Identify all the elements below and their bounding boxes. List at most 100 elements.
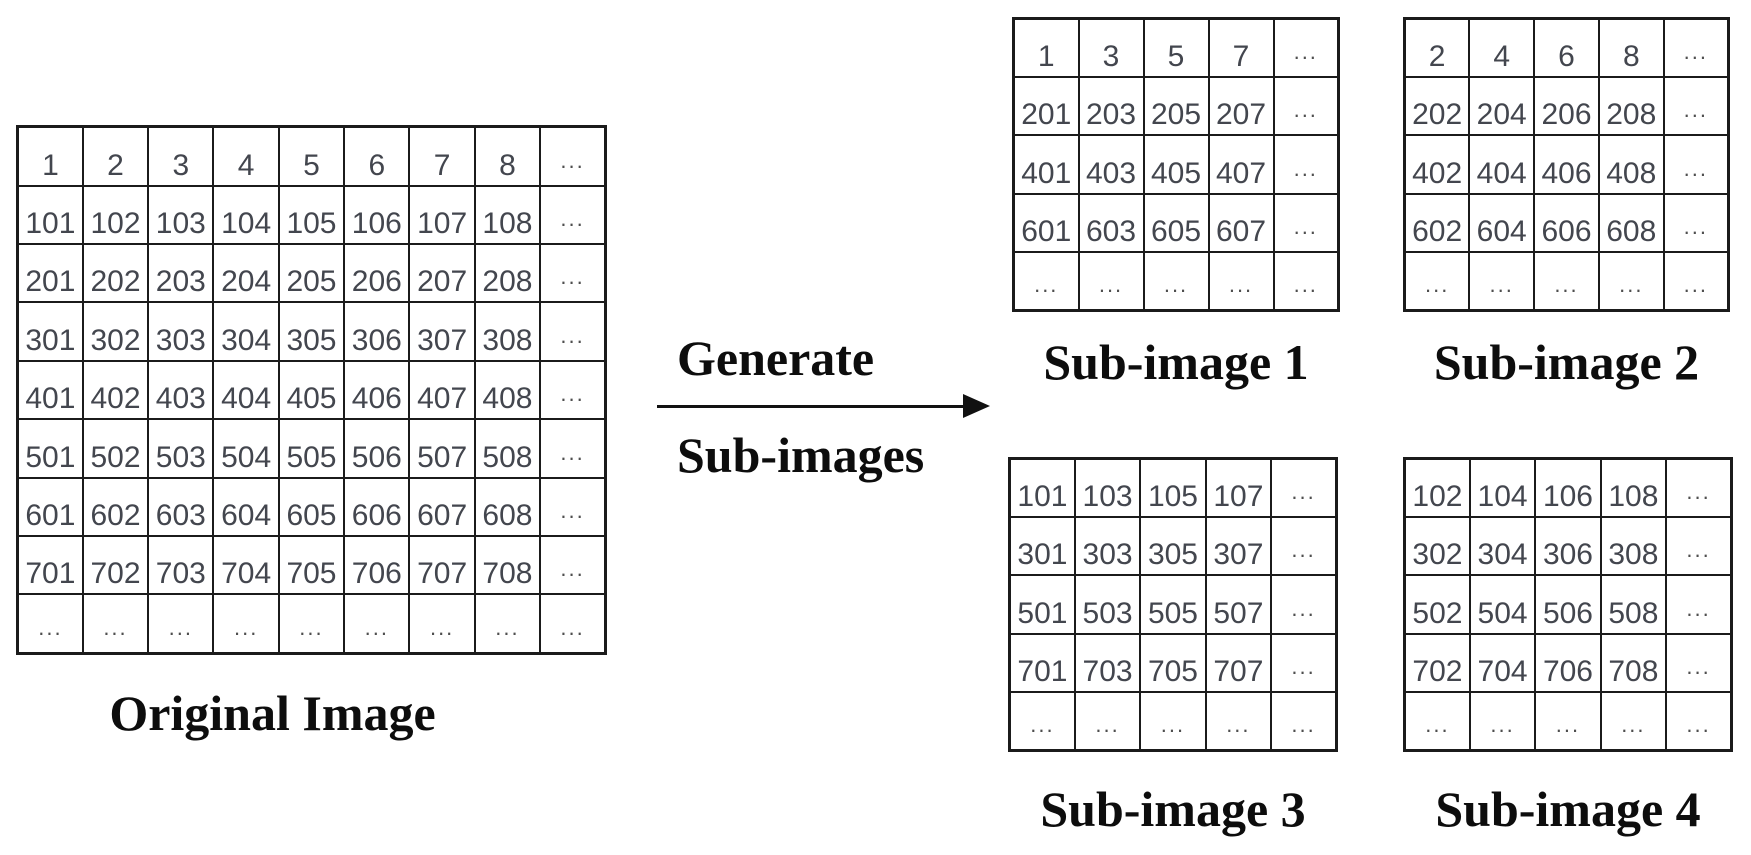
- grid-cell: 702: [1403, 632, 1471, 693]
- grid-cell: 604: [212, 476, 280, 537]
- grid-cell-ellipsis: ...: [1270, 457, 1338, 519]
- grid-row: ...............: [1403, 250, 1730, 312]
- grid-cell: 303: [1073, 516, 1142, 577]
- grid-cell-ellipsis: ...: [16, 593, 84, 655]
- grid-cell: 102: [81, 184, 150, 246]
- grid-cell: 204: [1468, 76, 1536, 137]
- grid-cell: 603: [1077, 192, 1145, 253]
- grid-cell: 406: [1533, 134, 1600, 195]
- grid-cell-ellipsis: ...: [539, 359, 607, 421]
- grid-cell: 703: [147, 534, 215, 596]
- grid-cell: 607: [1207, 192, 1275, 253]
- arrow-head-icon: [963, 394, 990, 418]
- grid-cell: 5: [277, 125, 346, 187]
- grid-cell: 8: [1597, 17, 1665, 79]
- grid-cell-ellipsis: ...: [1403, 690, 1471, 752]
- grid-cell: 701: [1008, 632, 1076, 693]
- grid-cell: 503: [1073, 574, 1142, 635]
- grid-cell: 706: [343, 534, 411, 596]
- grid-cell: 702: [81, 534, 150, 596]
- grid-cell: 606: [1533, 192, 1600, 253]
- grid-cell: 202: [1403, 76, 1471, 137]
- grid-cell: 402: [1403, 134, 1471, 195]
- grid-cell: 205: [277, 243, 346, 304]
- grid-cell: 101: [16, 184, 84, 246]
- grid-cell: 503: [147, 418, 215, 479]
- grid-cell: 504: [1468, 574, 1537, 635]
- grid-cell: 404: [212, 359, 280, 421]
- grid-cell: 207: [408, 243, 476, 304]
- grid-cell: 308: [1599, 516, 1668, 577]
- grid-cell-ellipsis: ...: [1665, 690, 1733, 752]
- grid-cell-ellipsis: ...: [1073, 690, 1142, 752]
- grid-cell: 6: [343, 125, 411, 187]
- grid-cell: 106: [343, 184, 411, 246]
- grid-cell-ellipsis: ...: [1468, 250, 1536, 312]
- grid-cell: 708: [473, 534, 542, 596]
- original-image-label: Original Image: [109, 685, 436, 741]
- grid-cell-ellipsis: ...: [1599, 690, 1668, 752]
- grid-cell: 707: [408, 534, 476, 596]
- sub-image-2-label: Sub-image 2: [1433, 334, 1700, 390]
- grid-cell-ellipsis: ...: [539, 125, 607, 187]
- sub-image-4-label: Sub-image 4: [1435, 781, 1701, 837]
- grid-cell: 502: [81, 418, 150, 479]
- grid-cell-ellipsis: ...: [1139, 690, 1207, 752]
- grid-cell: 403: [147, 359, 215, 421]
- grid-cell-ellipsis: ...: [1204, 690, 1273, 752]
- grid-cell: 608: [1597, 192, 1665, 253]
- grid-cell-ellipsis: ...: [212, 593, 280, 655]
- grid-cell: 1: [16, 125, 84, 187]
- grid-cell: 7: [1207, 17, 1275, 79]
- grid-cell: 401: [16, 359, 84, 421]
- grid-cell: 101: [1008, 457, 1076, 519]
- grid-cell: 303: [147, 301, 215, 362]
- grid-cell-ellipsis: ...: [1272, 17, 1340, 79]
- grid-cell: 201: [16, 243, 84, 304]
- grid-cell: 2: [1403, 17, 1471, 79]
- grid-cell: 302: [81, 301, 150, 362]
- grid-cell-ellipsis: ...: [1662, 76, 1730, 137]
- grid-cell: 706: [1534, 632, 1602, 693]
- grid-cell-ellipsis: ...: [1270, 690, 1338, 752]
- grid-cell: 6: [1533, 17, 1600, 79]
- grid-cell: 508: [473, 418, 542, 479]
- grid-cell: 505: [277, 418, 346, 479]
- grid-cell: 7: [408, 125, 476, 187]
- grid-cell: 608: [473, 476, 542, 537]
- grid-cell: 508: [1599, 574, 1668, 635]
- grid-cell-ellipsis: ...: [1662, 192, 1730, 253]
- grid-cell-ellipsis: ...: [1662, 134, 1730, 195]
- grid-cell: 206: [343, 243, 411, 304]
- grid-cell-ellipsis: ...: [277, 593, 346, 655]
- grid-cell-ellipsis: ...: [539, 534, 607, 596]
- grid-cell: 507: [1204, 574, 1273, 635]
- grid-cell-ellipsis: ...: [1207, 250, 1275, 312]
- grid-cell: 507: [408, 418, 476, 479]
- grid-cell: 4: [212, 125, 280, 187]
- grid-cell: 505: [1139, 574, 1207, 635]
- grid-cell: 307: [1204, 516, 1273, 577]
- grid-cell: 307: [408, 301, 476, 362]
- sub-image-3-label: Sub-image 3: [1040, 781, 1306, 837]
- grid-cell-ellipsis: ...: [1533, 250, 1600, 312]
- grid-cell-ellipsis: ...: [539, 418, 607, 479]
- grid-cell: 107: [1204, 457, 1273, 519]
- grid-cell: 207: [1207, 76, 1275, 137]
- grid-cell-ellipsis: ...: [1077, 250, 1145, 312]
- grid-cell: 408: [473, 359, 542, 421]
- grid-cell: 701: [16, 534, 84, 596]
